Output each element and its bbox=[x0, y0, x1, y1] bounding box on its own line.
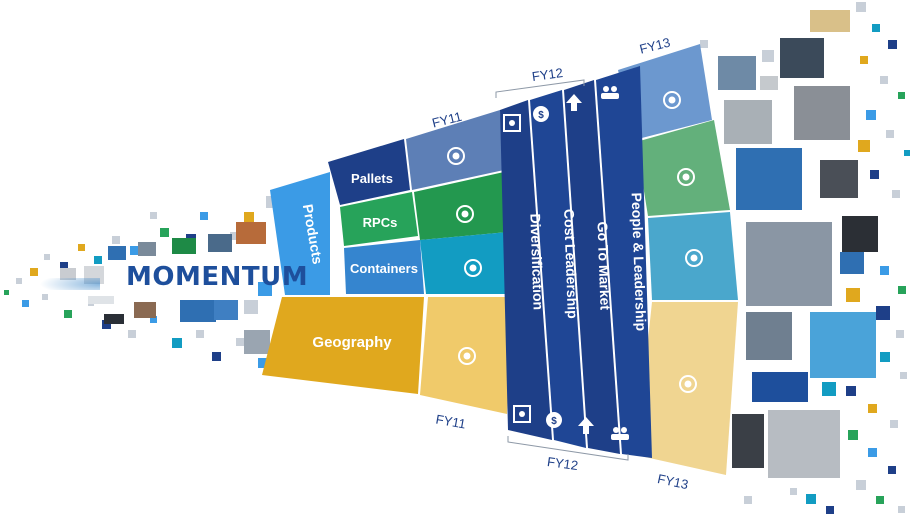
target-icon bbox=[663, 91, 681, 109]
pillar-cost-leadership[interactable] bbox=[530, 90, 586, 448]
fy-brackets bbox=[495, 79, 629, 461]
pillar-diversification[interactable] bbox=[500, 100, 552, 440]
fy13-geography[interactable] bbox=[636, 302, 738, 475]
products-wedge[interactable] bbox=[270, 172, 330, 295]
up-arrow-icon bbox=[566, 94, 582, 111]
rpcs-wedge[interactable] bbox=[340, 192, 418, 246]
fy11-label-top: FY11 bbox=[430, 109, 463, 131]
geography-label: Geography bbox=[312, 334, 392, 351]
pallets-fy11-wedge[interactable] bbox=[406, 110, 504, 190]
target-icon bbox=[679, 375, 697, 393]
target-icon bbox=[677, 168, 695, 186]
pillar-icons: $ $ bbox=[503, 86, 629, 440]
target-icon bbox=[456, 205, 474, 223]
right-photo-collage bbox=[718, 10, 878, 478]
target-icon bbox=[464, 259, 482, 277]
fy12-label-top: FY12 bbox=[531, 65, 564, 84]
pillar-label-diversification: Diversification bbox=[527, 213, 546, 310]
people-icon bbox=[611, 427, 629, 440]
pillar-people-leadership[interactable] bbox=[596, 66, 652, 458]
pillar-label-cost-leadership: Cost Leadership bbox=[561, 209, 581, 319]
containers-wedge[interactable] bbox=[344, 240, 424, 294]
pallets-label: Pallets bbox=[351, 171, 393, 186]
pillar-label-go-to-market: Go To Market bbox=[594, 221, 613, 310]
fy12-label-bottom: FY12 bbox=[546, 454, 579, 473]
up-arrow-icon bbox=[578, 417, 594, 434]
fy13-label-bottom: FY13 bbox=[656, 471, 690, 492]
strategic-pillars bbox=[500, 66, 652, 458]
decorative-squares-left bbox=[4, 196, 278, 368]
momentum-wordmark: MOMENTUM bbox=[126, 262, 309, 292]
svg-text:$: $ bbox=[538, 110, 544, 121]
fy13-products-mid[interactable] bbox=[636, 120, 730, 216]
globe-dollar-icon: $ bbox=[533, 106, 549, 122]
svg-text:$: $ bbox=[551, 416, 557, 427]
target-icon bbox=[458, 347, 476, 365]
fy11-label-bottom: FY11 bbox=[435, 412, 467, 432]
people-icon bbox=[601, 86, 619, 99]
geography-wedge[interactable] bbox=[262, 297, 424, 394]
pillar-go-to-market[interactable] bbox=[564, 80, 620, 454]
decorative-squares-right bbox=[700, 2, 910, 514]
network-icon bbox=[513, 405, 531, 423]
target-icon bbox=[685, 249, 703, 267]
fy13-label-top: FY13 bbox=[638, 35, 672, 57]
pillar-label-people-leadership: People & Leadership bbox=[629, 192, 650, 331]
target-icon bbox=[447, 147, 465, 165]
target-icons bbox=[447, 91, 703, 393]
fan-wedges bbox=[262, 44, 738, 475]
network-icon bbox=[503, 114, 521, 132]
globe-dollar-icon: $ bbox=[546, 412, 562, 428]
pallets-wedge[interactable] bbox=[328, 139, 410, 205]
containers-label: Containers bbox=[350, 261, 418, 276]
left-photo-collage bbox=[40, 222, 270, 354]
rpcs-label: RPCs bbox=[363, 215, 398, 230]
